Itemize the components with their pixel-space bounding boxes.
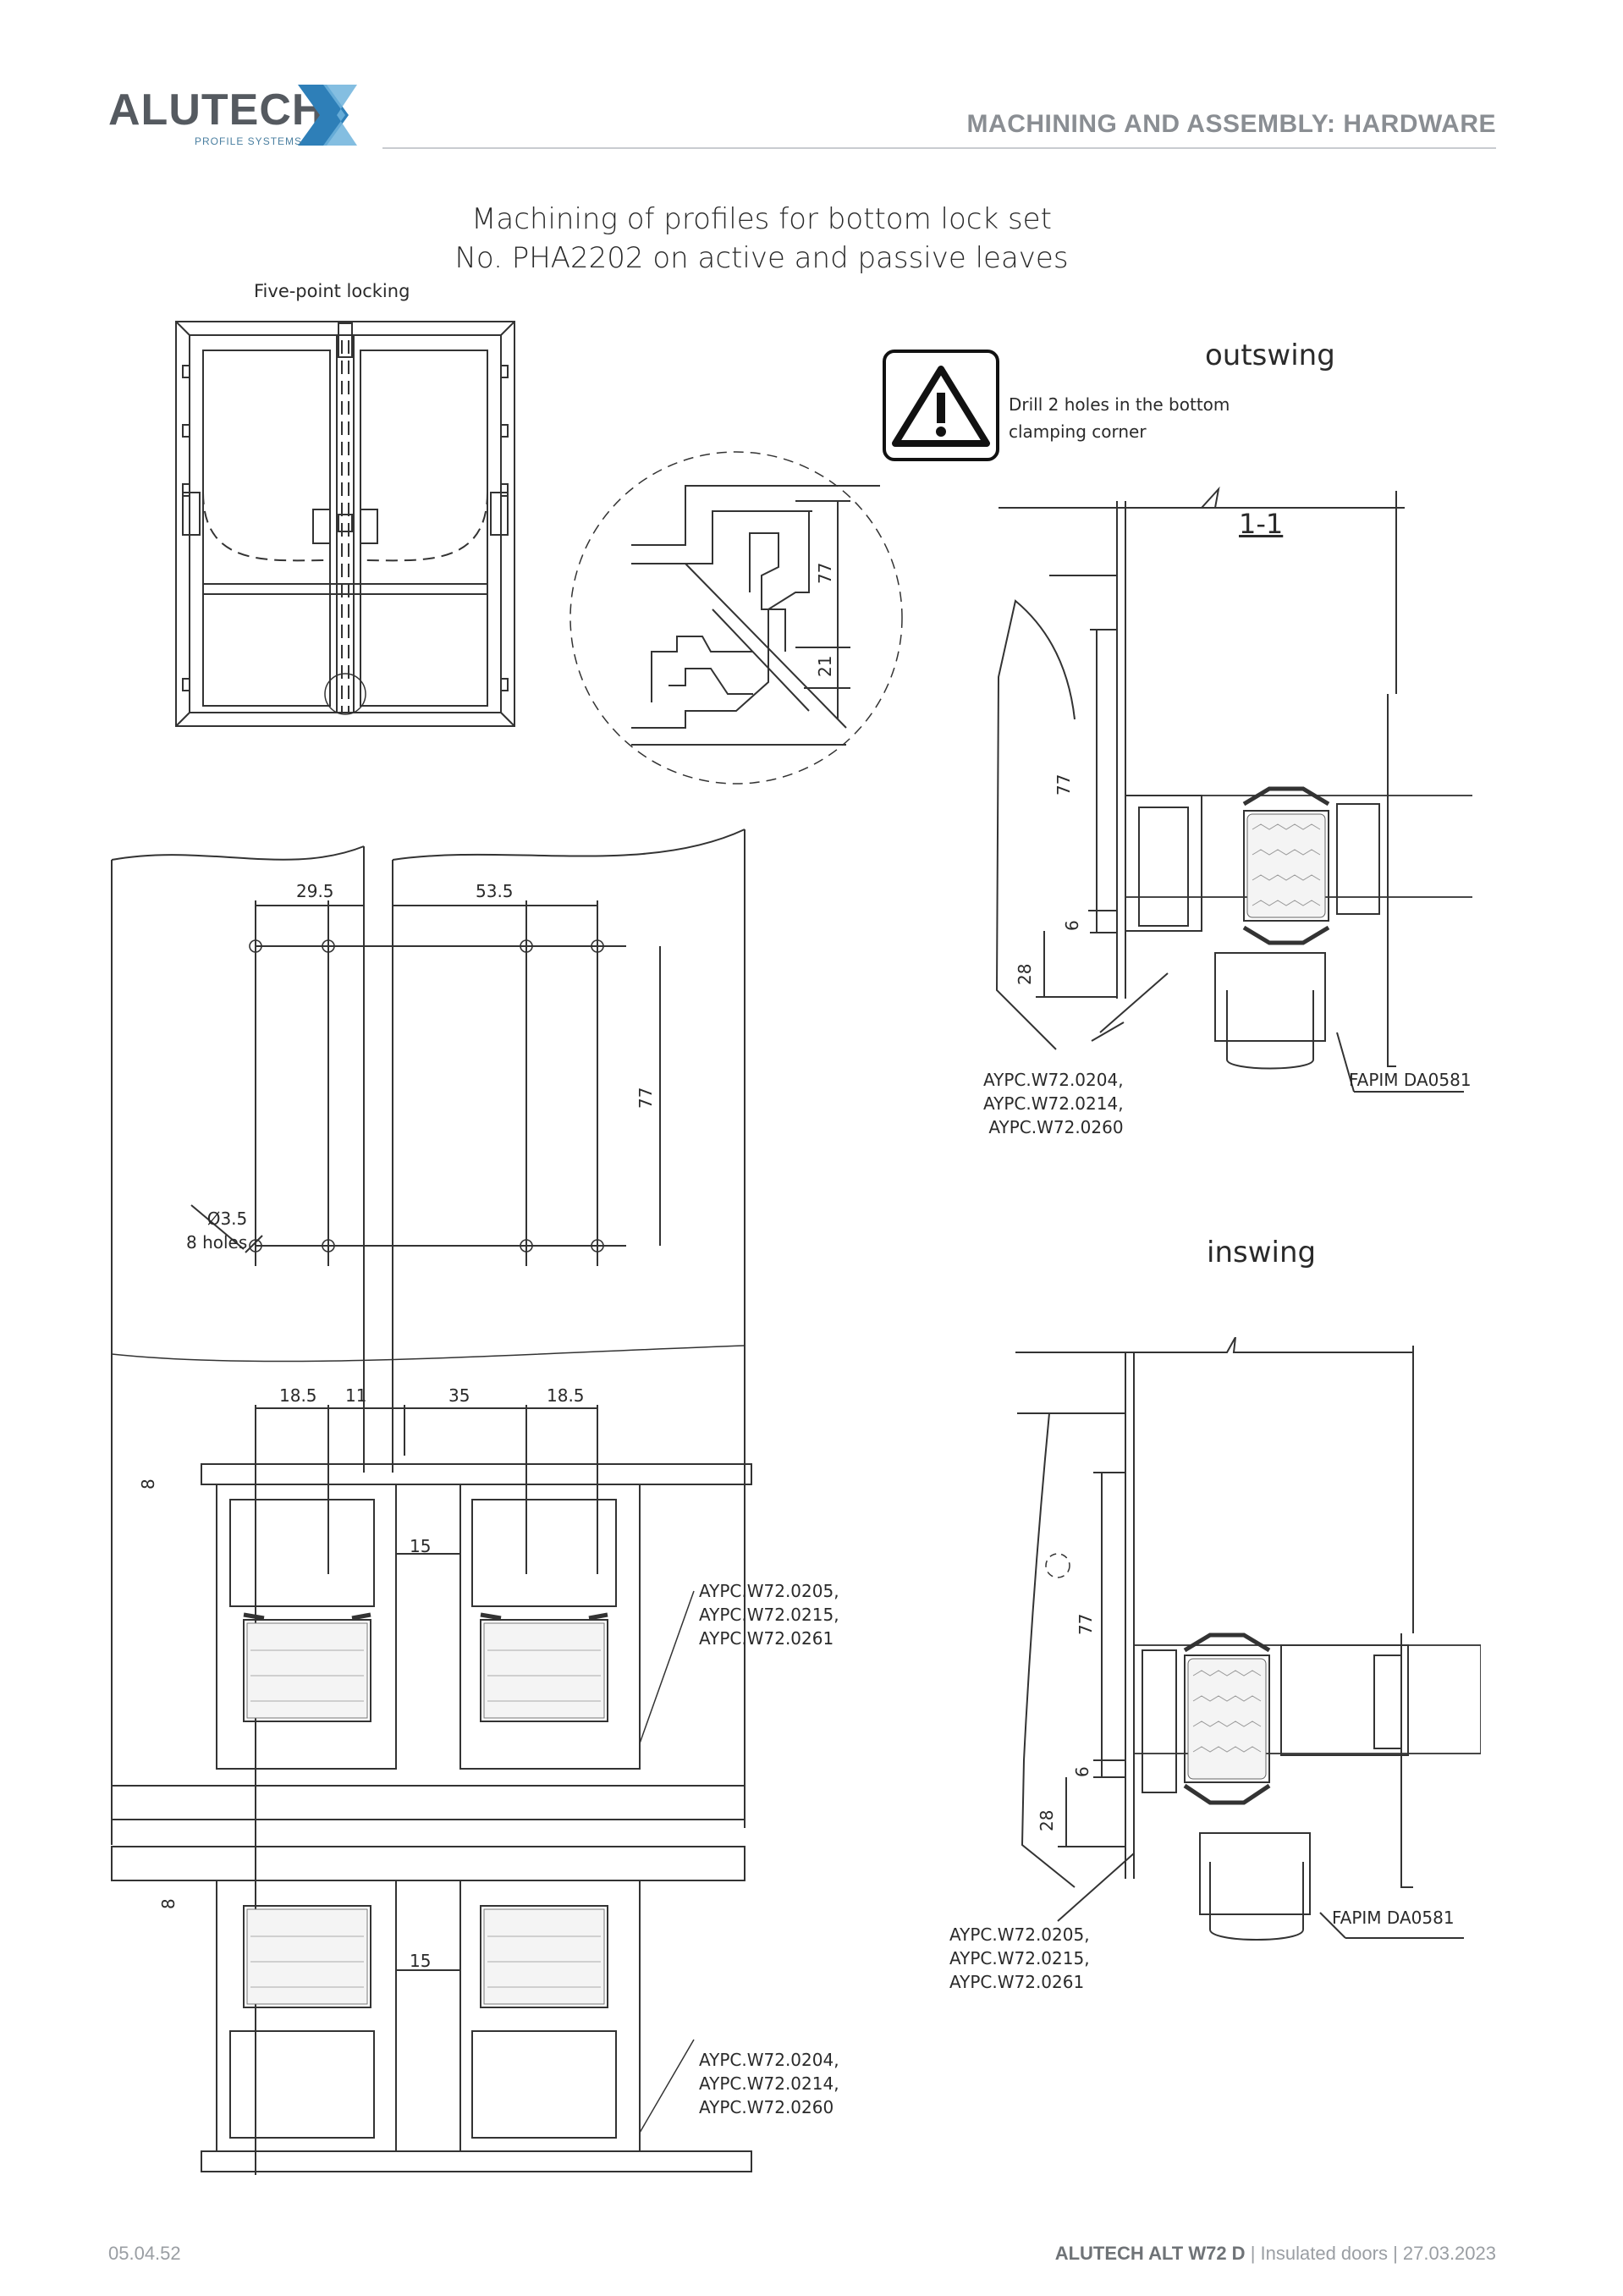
plan-bottom-profile-list: AYPC.W72.0204, AYPC.W72.0214, AYPC.W72.0… <box>699 2048 839 2119</box>
outswing-profile-list: AYPC.W72.0204, AYPC.W72.0214, AYPC.W72.0… <box>983 1068 1124 1139</box>
warning-note: Drill 2 holes in the bottom clamping cor… <box>1009 391 1230 445</box>
logo-subtext: PROFILE SYSTEMS <box>195 135 303 147</box>
plan-bottom-profile-2: AYPC.W72.0214, <box>699 2073 839 2094</box>
door-elevation-drawing <box>175 321 515 727</box>
inswing-section-drawing: 77 6 28 <box>1015 1337 1481 1941</box>
plan-view-drawing: 29.5 53.5 77 18.5 11 35 18.5 8 15 8 15 <box>111 829 752 2175</box>
holes-count: 8 holes <box>186 1232 248 1253</box>
outswing-profile-1: AYPC.W72.0204, <box>983 1070 1124 1090</box>
inswing-profile-1: AYPC.W72.0205, <box>949 1924 1090 1945</box>
inswing-label: inswing <box>1207 1236 1317 1269</box>
section-mark: 1-1 <box>1239 508 1284 540</box>
plan-dim-15-b: 15 <box>410 1951 431 1971</box>
holes-note: Ø3.5 8 holes <box>186 1207 247 1254</box>
plan-top-profile-list: AYPC.W72.0205, AYPC.W72.0215, AYPC.W72.0… <box>699 1579 839 1650</box>
outswing-profile-2: AYPC.W72.0214, <box>983 1093 1124 1114</box>
inswing-fapim-label: FAPIM DA0581 <box>1332 1908 1455 1928</box>
outswing-label: outswing <box>1205 339 1335 372</box>
plan-dim-35: 35 <box>448 1385 470 1406</box>
outswing-dim-77: 77 <box>1054 774 1074 796</box>
outswing-profile-3: AYPC.W72.0260 <box>988 1117 1124 1137</box>
plan-dim-53-5: 53.5 <box>476 881 514 901</box>
page-title: Machining of profiles for bottom lock se… <box>406 200 1117 278</box>
plan-bottom-profile-1: AYPC.W72.0204, <box>699 2050 839 2070</box>
logo-wordmark: ALUTECH <box>108 85 325 135</box>
inswing-profile-2: AYPC.W72.0215, <box>949 1948 1090 1968</box>
header-divider <box>382 147 1496 149</box>
footer-product-name: ALUTECH ALT W72 D <box>1054 2243 1246 2264</box>
plan-dim-18-5-a: 18.5 <box>279 1385 317 1406</box>
plan-dim-8-b: 8 <box>158 1898 179 1909</box>
inswing-profile-list: AYPC.W72.0205, AYPC.W72.0215, AYPC.W72.0… <box>949 1923 1090 1994</box>
inswing-profile-3: AYPC.W72.0261 <box>949 1972 1085 1992</box>
plan-top-profile-3: AYPC.W72.0261 <box>699 1628 834 1649</box>
detail-dim-77: 77 <box>815 563 835 584</box>
logo-mark-icon <box>298 85 357 146</box>
section-title: MACHINING AND ASSEMBLY: HARDWARE <box>966 110 1496 138</box>
warning-line-1: Drill 2 holes in the bottom <box>1009 394 1230 415</box>
plan-top-profile-1: AYPC.W72.0205, <box>699 1581 839 1601</box>
plan-dim-11: 11 <box>345 1385 366 1406</box>
footer-product-rest: | Insulated doors | 27.03.2023 <box>1245 2243 1496 2264</box>
warning-line-2: clamping corner <box>1009 421 1147 442</box>
plan-bottom-profile-3: AYPC.W72.0260 <box>699 2097 834 2117</box>
inswing-dim-6: 6 <box>1072 1766 1092 1777</box>
plan-dim-18-5-b: 18.5 <box>547 1385 585 1406</box>
title-line-2: No. PHA2202 on active and passive leaves <box>454 241 1069 275</box>
page-number: 05.04.52 <box>108 2243 181 2264</box>
outswing-dim-28: 28 <box>1015 964 1035 985</box>
plan-top-profile-2: AYPC.W72.0215, <box>699 1605 839 1625</box>
inswing-dim-77: 77 <box>1076 1614 1096 1635</box>
title-line-1: Machining of profiles for bottom lock se… <box>471 202 1052 236</box>
footer-product: ALUTECH ALT W72 D | Insulated doors | 27… <box>1055 2243 1496 2265</box>
holes-diameter: Ø3.5 <box>206 1209 248 1229</box>
plan-dim-29-5: 29.5 <box>296 881 334 901</box>
inswing-dim-28: 28 <box>1037 1810 1057 1831</box>
outswing-section-drawing: 77 6 28 <box>995 486 1472 1093</box>
corner-detail-drawing: 77 21 <box>569 451 903 785</box>
plan-dim-8-a: 8 <box>138 1478 158 1489</box>
plan-dim-77: 77 <box>635 1087 656 1109</box>
outswing-fapim-label: FAPIM DA0581 <box>1349 1070 1472 1090</box>
five-point-label: Five-point locking <box>254 281 410 301</box>
outswing-dim-6: 6 <box>1062 920 1082 931</box>
warning-icon <box>883 350 999 461</box>
detail-dim-21: 21 <box>815 656 835 677</box>
